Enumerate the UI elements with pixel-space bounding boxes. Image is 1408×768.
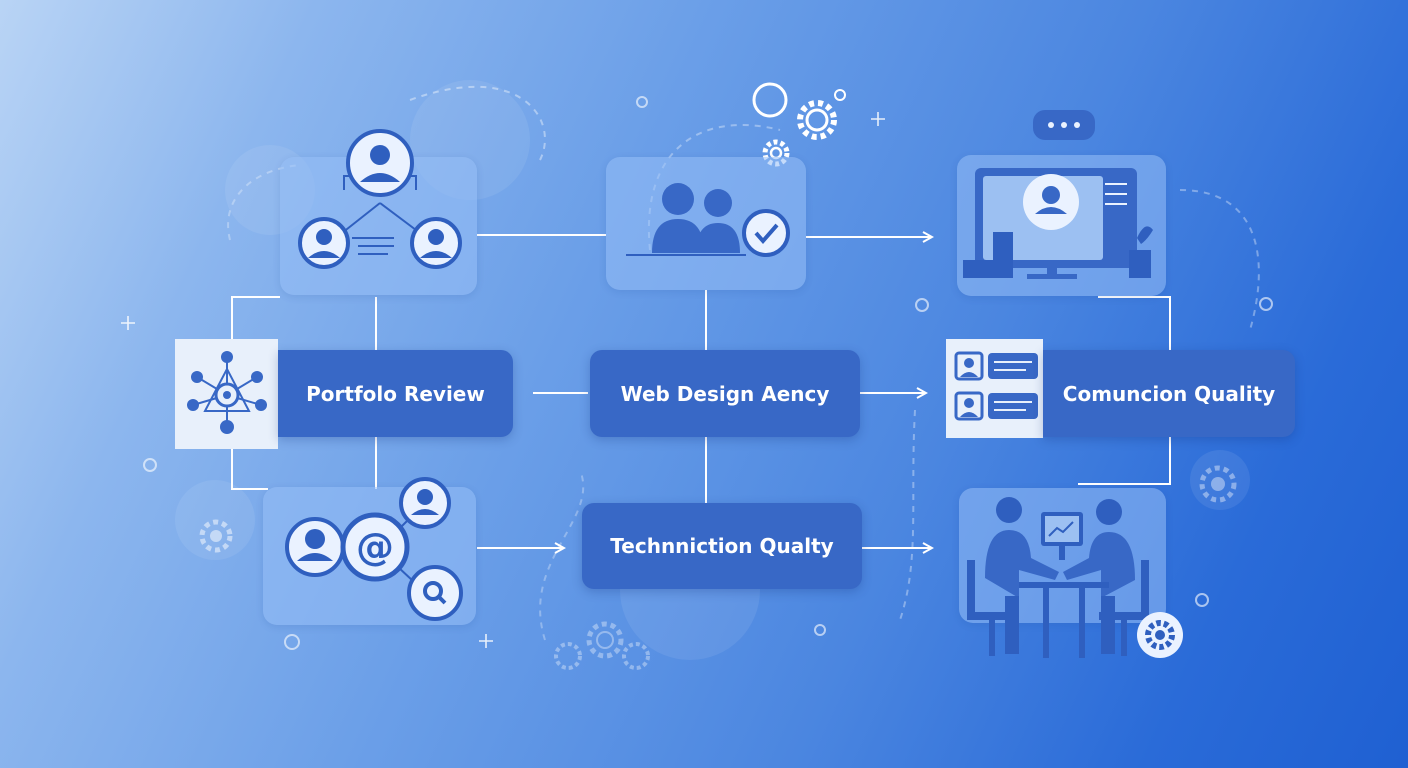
gear-icon bbox=[199, 519, 233, 553]
technician-quality-node[interactable]: Technniction Qualty bbox=[582, 503, 862, 589]
ring-icon bbox=[834, 89, 846, 101]
communication-quality-node[interactable]: Comuncion Quality bbox=[1043, 350, 1295, 437]
gear-icon bbox=[622, 642, 650, 670]
sparkle-icon bbox=[121, 112, 885, 648]
gear-icon bbox=[797, 100, 837, 140]
dashed-arc bbox=[1179, 189, 1260, 331]
gear-icon bbox=[1199, 465, 1237, 503]
gear-icon bbox=[586, 621, 624, 659]
network-node-icon bbox=[175, 339, 278, 449]
dashed-arc bbox=[539, 469, 585, 641]
portfolio-review-label: Portfolo Review bbox=[306, 381, 485, 406]
connector-lines bbox=[231, 235, 1171, 548]
team-approved-icon bbox=[606, 157, 806, 290]
video-call-icon bbox=[957, 110, 1167, 300]
org-chart-icon bbox=[280, 128, 477, 298]
decorative-dot bbox=[143, 96, 1273, 650]
web-design-agency-label: Web Design Aency bbox=[620, 381, 830, 406]
dashed-arc bbox=[409, 85, 546, 161]
ring-icon bbox=[752, 82, 788, 118]
communication-quality-label: Comuncion Quality bbox=[1062, 381, 1276, 406]
profile-list-icon bbox=[946, 339, 1043, 438]
team-meeting-icon bbox=[959, 488, 1174, 663]
dashed-arc bbox=[647, 124, 781, 251]
svg-text:@: @ bbox=[356, 525, 394, 569]
gear-icon bbox=[1135, 610, 1185, 660]
technician-quality-label: Technniction Qualty bbox=[610, 534, 834, 558]
dashed-arc bbox=[899, 409, 916, 621]
dashed-arc bbox=[227, 164, 301, 241]
portfolio-review-node[interactable]: Portfolo Review bbox=[278, 350, 513, 437]
email-search-icon: @ bbox=[263, 475, 476, 635]
web-design-agency-node[interactable]: Web Design Aency bbox=[590, 350, 860, 437]
gear-icon bbox=[554, 642, 582, 670]
